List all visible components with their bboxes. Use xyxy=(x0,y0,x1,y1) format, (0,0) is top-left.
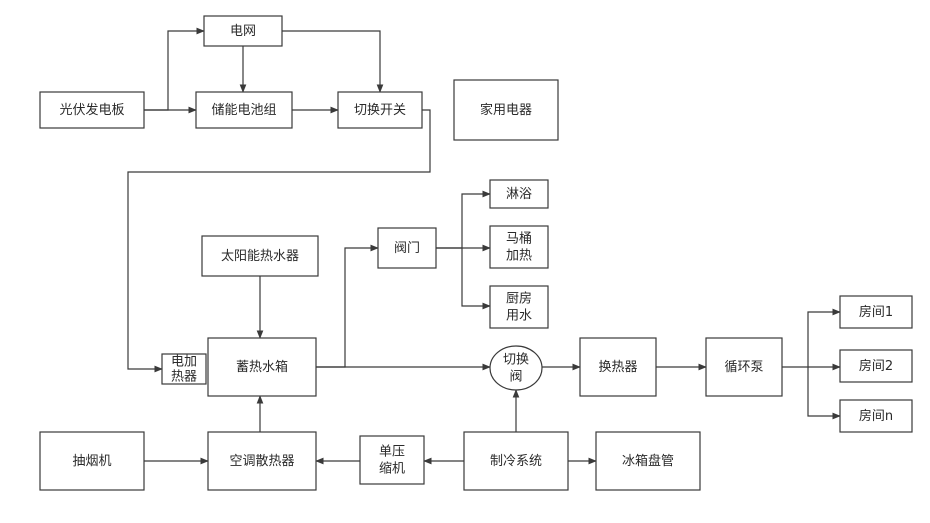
edge-valve-to-shower xyxy=(436,194,490,248)
node-label: 切换开关 xyxy=(354,103,406,118)
node-roomn: 房间n xyxy=(840,400,912,432)
node-tank: 蓄热水箱 xyxy=(208,338,316,396)
node-ac-radiator: 空调散热器 xyxy=(208,432,316,490)
node-shower: 淋浴 xyxy=(490,180,548,208)
node-label: 光伏发电板 xyxy=(59,102,124,118)
edge-pump-to-room1 xyxy=(782,312,840,367)
edge-pump-to-roomn xyxy=(808,367,840,416)
node-label: 冰箱盘管 xyxy=(622,453,674,469)
node-pv: 光伏发电板 xyxy=(40,92,144,128)
node-label: 换热器 xyxy=(598,360,637,375)
node-valve: 阀门 xyxy=(378,228,436,268)
node-label: 制冷系统 xyxy=(490,454,542,469)
node-label: 蓄热水箱 xyxy=(236,359,288,375)
edge-grid-to-switch xyxy=(282,31,380,92)
node-solar-heater: 太阳能热水器 xyxy=(202,236,318,276)
node-room2: 房间2 xyxy=(840,350,912,382)
node-hood: 抽烟机 xyxy=(40,432,144,490)
node-fridge: 冰箱盘管 xyxy=(596,432,700,490)
node-label: 电加热器 xyxy=(171,354,197,384)
node-label: 家用电器 xyxy=(480,102,532,118)
node-exchanger: 换热器 xyxy=(580,338,656,396)
node-label: 抽烟机 xyxy=(72,454,111,469)
node-room1: 房间1 xyxy=(840,296,912,328)
node-kitchen: 厨房用水 xyxy=(490,286,548,328)
node-elec-heating: 电加热器 xyxy=(162,354,206,384)
node-label: 淋浴 xyxy=(506,187,532,202)
edge-valve-to-kitchen xyxy=(462,248,490,306)
node-label: 储能电池组 xyxy=(211,103,276,118)
node-appliance: 家用电器 xyxy=(454,80,558,140)
node-label: 循环泵 xyxy=(724,360,763,375)
node-battery: 储能电池组 xyxy=(196,92,292,128)
edge-tank-to-valve xyxy=(316,248,378,367)
node-cooling: 制冷系统 xyxy=(464,432,568,490)
node-switch: 切换开关 xyxy=(338,92,422,128)
edge-pv-to-grid xyxy=(144,31,204,110)
node-grid: 电网 xyxy=(204,16,282,46)
node-label: 空调散热器 xyxy=(229,454,294,469)
node-compressor: 单压缩机 xyxy=(360,436,424,484)
node-label: 房间2 xyxy=(859,358,893,374)
node-label: 电网 xyxy=(230,24,256,39)
node-toilet-heat: 马桶加热 xyxy=(490,226,548,268)
node-label: 太阳能热水器 xyxy=(221,249,299,264)
node-label: 房间1 xyxy=(859,304,893,320)
node-switch-valve: 切换阀 xyxy=(490,346,542,390)
node-label: 房间n xyxy=(859,408,893,424)
node-pump: 循环泵 xyxy=(706,338,782,396)
node-label: 阀门 xyxy=(394,241,420,256)
